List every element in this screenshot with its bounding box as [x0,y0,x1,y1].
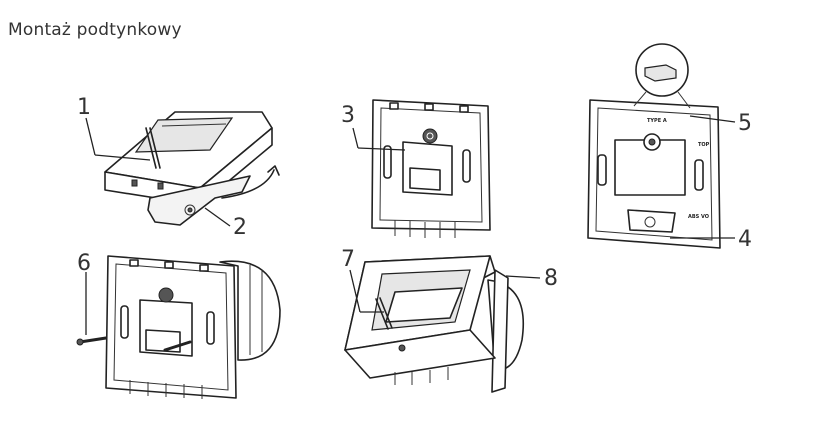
label-5: 5 [738,111,752,136]
leader-2 [204,207,231,227]
label-2: 2 [233,215,247,240]
leader-3b [357,147,406,151]
label-6: 6 [77,251,91,276]
leader-1b [94,154,151,161]
leader-3 [352,127,359,149]
leader-1 [85,117,96,156]
panel-text-abs: ABS VO [688,214,709,220]
leader-5 [689,115,736,123]
label-1: 1 [77,95,91,120]
figure-6-plate-with-box [76,255,281,399]
page-title: Montaż podtynkowy [8,20,182,40]
panel-text-top: TOP [698,142,710,148]
label-3: 3 [341,103,355,128]
leader-8 [505,275,541,279]
figure-3-back-plate [371,99,491,238]
leader-7 [349,269,361,313]
label-4: 4 [738,227,752,252]
figure-7-device-mounted [344,255,524,393]
panel-text-type: TYPE A [647,118,667,124]
figure-5-panel-back: TOP ABS VO TYPE A [587,43,721,249]
figure-1-device-tilted [104,111,280,226]
label-8: 8 [544,266,558,291]
label-7: 7 [341,247,355,272]
